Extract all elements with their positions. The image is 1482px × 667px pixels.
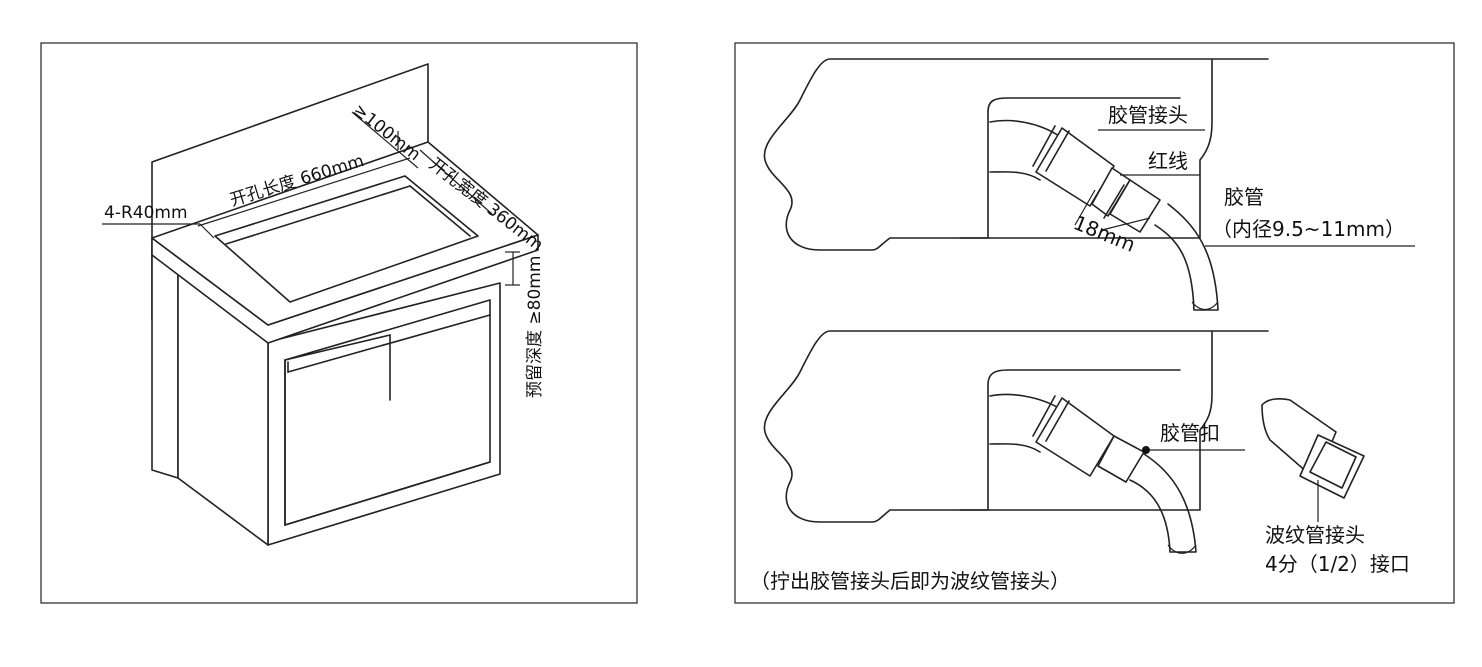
- cutout: [214, 175, 479, 303]
- hose-assembly-bottom: [763, 330, 1365, 554]
- connector-nut: [1091, 167, 1131, 217]
- hose-connector-label: 胶管接头: [1108, 103, 1188, 127]
- hose-clamp-label: 胶管扣: [1160, 421, 1220, 445]
- corner-radius-label: 4-R40mm: [104, 203, 188, 223]
- hose-connector-body-2: [1035, 397, 1115, 477]
- left-panel-frame: [40, 42, 638, 604]
- hose-inner-diameter-label: （内径9.5~11mm）: [1212, 217, 1405, 241]
- corrugated-connector-label: 波纹管接头: [1265, 523, 1365, 547]
- hose-clamp-band: [1097, 435, 1145, 483]
- reserved-depth-label: 预留深度 ≥80mm: [525, 256, 545, 398]
- side-wall: [151, 254, 179, 479]
- hose-label: 胶管: [1224, 185, 1264, 209]
- hose-assembly-top: [763, 58, 1415, 311]
- cabinet-drawing: [151, 63, 539, 546]
- hose-clamp-dot: [1142, 446, 1150, 454]
- thread-size-label: 4分（1/2）接口: [1265, 552, 1410, 576]
- red-line-label: 红线: [1148, 149, 1188, 173]
- note-label: （拧出胶管接头后即为波纹管接头）: [750, 569, 1070, 593]
- hose-connector-body: [1035, 127, 1115, 207]
- right-panel-frame: [734, 42, 1455, 604]
- dimension-lines: [102, 111, 520, 286]
